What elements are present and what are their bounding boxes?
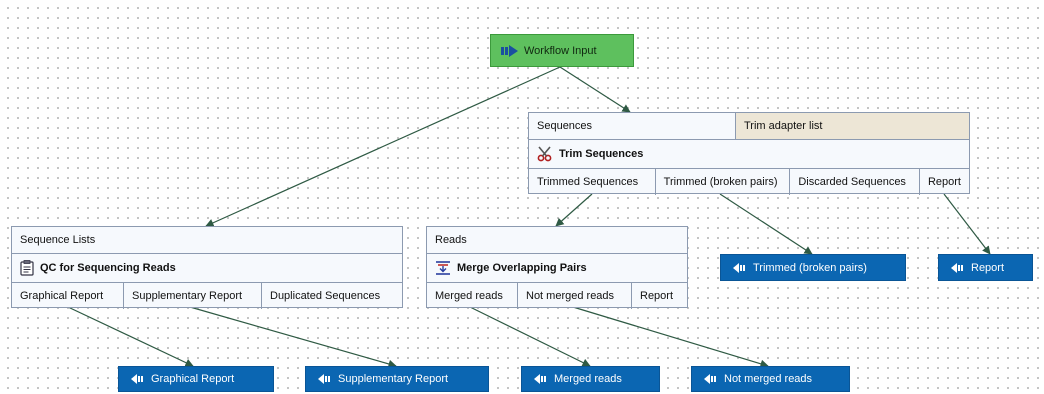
port-sequences[interactable]: Sequences: [529, 113, 736, 139]
port-merged-reads[interactable]: Merged reads: [427, 283, 518, 309]
edge-qc-to-graphical-report: [67, 306, 194, 367]
edge-merge-to-not-merged-reads: [572, 306, 769, 368]
port-reads[interactable]: Reads: [435, 234, 467, 246]
trim-sequences-node[interactable]: Sequences Trim adapter list Trim Sequenc…: [528, 112, 970, 195]
port-sequence-lists[interactable]: Sequence Lists: [20, 234, 96, 246]
merge-title-row: Merge Overlapping Pairs: [427, 253, 687, 283]
qc-title-row: QC for Sequencing Reads: [12, 253, 402, 283]
output-graphical-report[interactable]: Graphical Report: [118, 366, 274, 392]
output-report[interactable]: Report: [938, 254, 1033, 281]
output-arrow-icon: [951, 262, 965, 273]
qc-sequencing-reads-node[interactable]: Sequence Lists QC for Sequencing Reads G…: [11, 226, 403, 309]
output-arrow-icon: [318, 374, 332, 384]
edge-merge-to-merged-reads: [469, 306, 591, 367]
output-supplementary-report[interactable]: Supplementary Report: [305, 366, 489, 392]
output-label: Trimmed (broken pairs): [753, 261, 867, 274]
trim-input-ports: Sequences Trim adapter list: [529, 113, 969, 139]
edge-input-to-trim: [559, 66, 631, 113]
output-label: Graphical Report: [151, 373, 235, 385]
port-merge-report[interactable]: Report: [640, 290, 674, 302]
output-not-merged-reads[interactable]: Not merged reads: [691, 366, 850, 392]
trim-output-ports: Trimmed Sequences Trimmed (broken pairs)…: [529, 169, 969, 195]
port-duplicated-sequences[interactable]: Duplicated Sequences: [270, 290, 381, 302]
port-trimmed-broken-pairs[interactable]: Trimmed (broken pairs): [656, 169, 791, 195]
output-label: Report: [971, 261, 1005, 274]
port-supplementary-report[interactable]: Supplementary Report: [124, 283, 262, 309]
edge-trim-to-broken-pairs-output: [719, 193, 813, 255]
port-trimmed-sequences[interactable]: Trimmed Sequences: [529, 169, 656, 195]
trim-sequences-title: Trim Sequences: [559, 148, 644, 160]
qc-title: QC for Sequencing Reads: [40, 262, 176, 274]
workflow-input-label: Workflow Input: [524, 44, 597, 57]
merge-overlapping-pairs-node[interactable]: Reads Merge Overlapping Pairs Merged rea…: [426, 226, 688, 309]
port-trim-report[interactable]: Report: [927, 176, 961, 188]
output-arrow-icon: [131, 374, 145, 384]
edge-input-to-qc: [205, 66, 561, 227]
edge-trim-to-report-output: [943, 193, 991, 255]
trim-sequences-title-row: Trim Sequences: [529, 139, 969, 169]
port-trim-adapter-list[interactable]: Trim adapter list: [736, 113, 969, 139]
input-arrow-icon: [501, 44, 519, 58]
qc-output-ports: Graphical Report Supplementary Report Du…: [12, 283, 402, 309]
output-label: Merged reads: [554, 373, 622, 385]
output-merged-reads[interactable]: Merged reads: [521, 366, 660, 392]
qc-input-ports: Sequence Lists: [12, 227, 402, 253]
edge-trim-to-merge: [555, 193, 593, 227]
port-discarded-sequences[interactable]: Discarded Sequences: [790, 169, 920, 195]
workflow-input-node[interactable]: Workflow Input: [490, 34, 634, 67]
scissors-icon: [537, 146, 553, 162]
output-arrow-icon: [733, 262, 747, 273]
clipboard-icon: [20, 260, 34, 276]
output-trimmed-broken-pairs[interactable]: Trimmed (broken pairs): [720, 254, 906, 281]
port-graphical-report[interactable]: Graphical Report: [12, 283, 124, 309]
output-arrow-icon: [704, 374, 718, 384]
output-label: Supplementary Report: [338, 373, 449, 385]
merge-output-ports: Merged reads Not merged reads Report: [427, 283, 687, 309]
edge-qc-to-supplementary-report: [189, 306, 397, 368]
port-not-merged-reads[interactable]: Not merged reads: [518, 283, 632, 309]
output-arrow-icon: [534, 374, 548, 384]
merge-title: Merge Overlapping Pairs: [457, 262, 587, 274]
merge-icon: [435, 260, 451, 276]
output-label: Not merged reads: [724, 373, 813, 385]
merge-input-ports: Reads: [427, 227, 687, 253]
